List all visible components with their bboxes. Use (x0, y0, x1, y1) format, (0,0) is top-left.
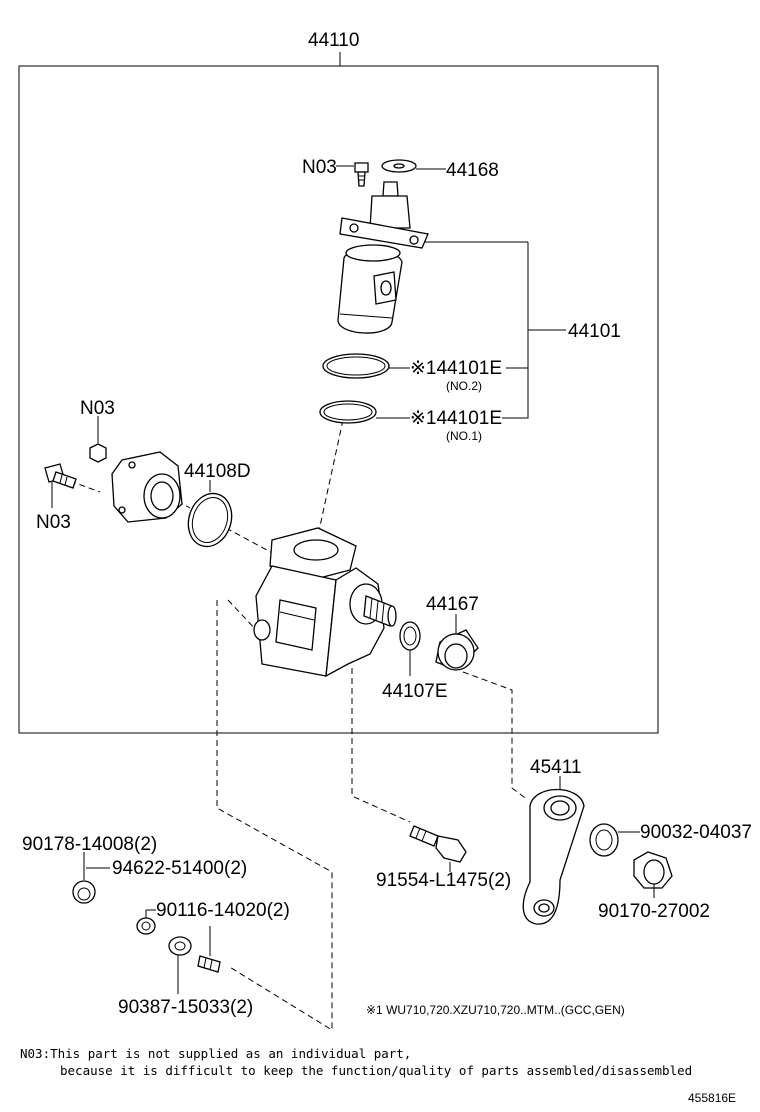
seal-90032[interactable]: 90032-04037 (589, 822, 752, 857)
assembly-frame (18, 65, 659, 734)
oring-no2-sub: (NO.2) (446, 379, 482, 393)
figure-id: 455816E (688, 1091, 736, 1105)
n03-top-bolt[interactable]: N03 (302, 157, 369, 187)
nut-90170[interactable]: 90170-27002 (598, 851, 710, 922)
oring-no2[interactable]: ※144101E (NO.2) (322, 353, 502, 393)
washer-44168[interactable]: 44168 (381, 159, 499, 181)
arm-45411-label[interactable]: 45411 (530, 757, 581, 778)
oring-no1[interactable]: ※144101E (NO.1) (319, 400, 502, 443)
washer-90387[interactable]: 90387-15033(2) (118, 926, 253, 1018)
washer-90387-label[interactable]: 90387-15033(2) (118, 997, 253, 1018)
n03-note-line1: N03:This part is not supplied as an indi… (20, 1046, 411, 1061)
n03-bolt-label[interactable]: N03 (36, 512, 71, 533)
n03-nut[interactable]: N03 (80, 398, 115, 463)
washer-90116[interactable]: 90116-14020(2) (136, 900, 290, 935)
washer-44168-label[interactable]: 44168 (446, 160, 499, 181)
pitman-arm-45411[interactable]: 45411 (522, 757, 585, 925)
nut-90170-label[interactable]: 90170-27002 (598, 901, 710, 922)
seal-44107E-label[interactable]: 44107E (382, 681, 448, 702)
valve-44101-label[interactable]: 44101 (568, 321, 621, 342)
bolt-91554[interactable]: 91554-L1475(2) (376, 825, 511, 891)
gear-housing[interactable] (253, 527, 397, 678)
washer-94622-label[interactable]: 94622-51400(2) (112, 858, 247, 879)
nut-90178-label[interactable]: 90178-14008(2) (22, 834, 157, 855)
control-valve-44101[interactable]: 44101 (337, 181, 621, 419)
seal-44167-label[interactable]: 44167 (426, 594, 479, 615)
n03-bolt[interactable]: N03 (36, 463, 77, 533)
n03-top-label[interactable]: N03 (302, 157, 337, 178)
oring-no2-code[interactable]: ※144101E (410, 358, 502, 379)
washer-94622[interactable]: 94622-51400(2) (86, 858, 247, 879)
seal-44107E[interactable]: 44107E (382, 621, 448, 702)
cover-44108D[interactable]: 44108D (111, 451, 251, 552)
n03-nut-label[interactable]: N03 (80, 398, 115, 419)
n03-note-line2: because it is difficult to keep the func… (60, 1063, 692, 1078)
seal-90032-label[interactable]: 90032-04037 (640, 822, 752, 843)
applicability-note: ※1 WU710,720.XZU710,720..MTM..(GCC,GEN) (366, 1003, 625, 1017)
oring-no1-code[interactable]: ※144101E (410, 408, 502, 429)
assembly-44110: 44110 (18, 30, 659, 734)
notes: ※1 WU710,720.XZU710,720..MTM..(GCC,GEN) … (20, 1003, 736, 1105)
oring-no1-sub: (NO.1) (446, 429, 482, 443)
bolt-91554-label[interactable]: 91554-L1475(2) (376, 870, 511, 891)
seal-44167[interactable]: 44167 (426, 594, 479, 671)
assembly-label[interactable]: 44110 (308, 30, 359, 51)
cover-44108D-label[interactable]: 44108D (184, 461, 251, 482)
washer-90116-label[interactable]: 90116-14020(2) (156, 900, 290, 921)
nut-90178[interactable]: 90178-14008(2) (22, 834, 157, 904)
